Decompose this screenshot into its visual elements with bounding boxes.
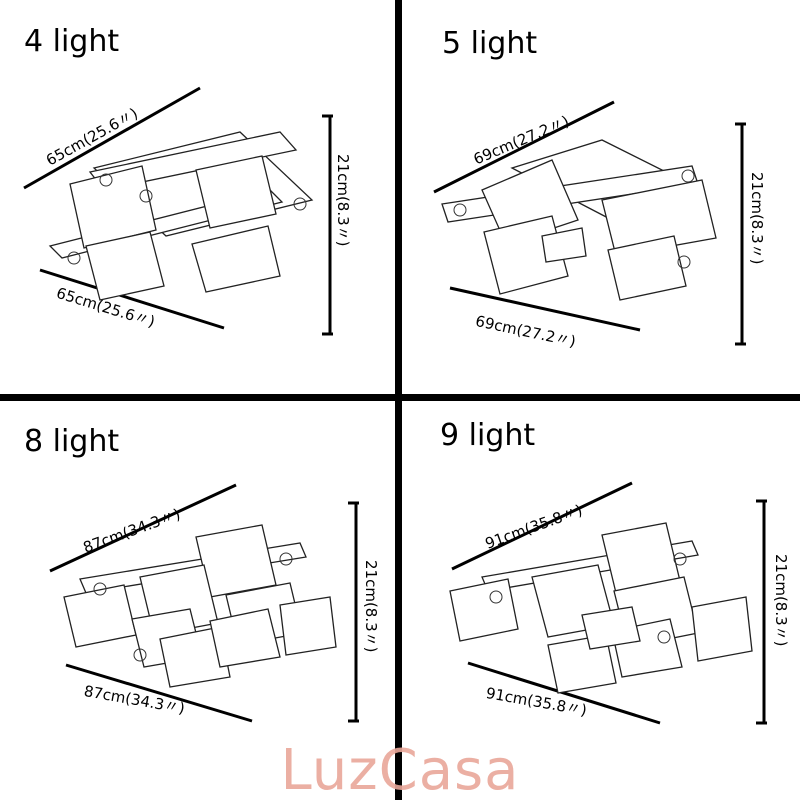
fixture-4-light-diagram: [23, 86, 333, 336]
height-label: 21cm(8.3〃): [334, 154, 352, 247]
height-label: 21cm(8.3〃): [772, 554, 790, 647]
top-width-dimension-line: [451, 481, 633, 571]
fixture-8-light-diagram: [49, 483, 359, 723]
bottom-width-dimension-line: [449, 286, 641, 332]
panel-title-5-light: 5 light: [442, 26, 538, 61]
panel-title-4-light: 4 light: [24, 24, 120, 59]
chandelier-sketch: [48, 131, 314, 301]
chandelier-sketch: [63, 524, 337, 688]
height-label: 21cm(8.3〃): [748, 172, 766, 265]
bottom-width-dimension-line: [39, 268, 225, 330]
top-width-dimension-line: [23, 86, 201, 190]
bottom-width-dimension-line: [467, 661, 661, 725]
chandelier-sketch: [449, 522, 753, 694]
top-width-dimension-line: [433, 100, 615, 194]
panel-title-8-light: 8 light: [24, 424, 120, 459]
bottom-width-dimension-line: [65, 663, 253, 723]
horizontal-divider: [0, 394, 800, 401]
brand-watermark: LuzCasa: [280, 738, 520, 803]
fixture-9-light-diagram: [449, 481, 767, 725]
panel-title-9-light: 9 light: [440, 418, 536, 453]
chandelier-sketch: [441, 139, 717, 301]
top-width-dimension-line: [49, 483, 237, 573]
fixture-5-light-diagram: [433, 100, 746, 346]
height-label: 21cm(8.3〃): [362, 560, 380, 653]
